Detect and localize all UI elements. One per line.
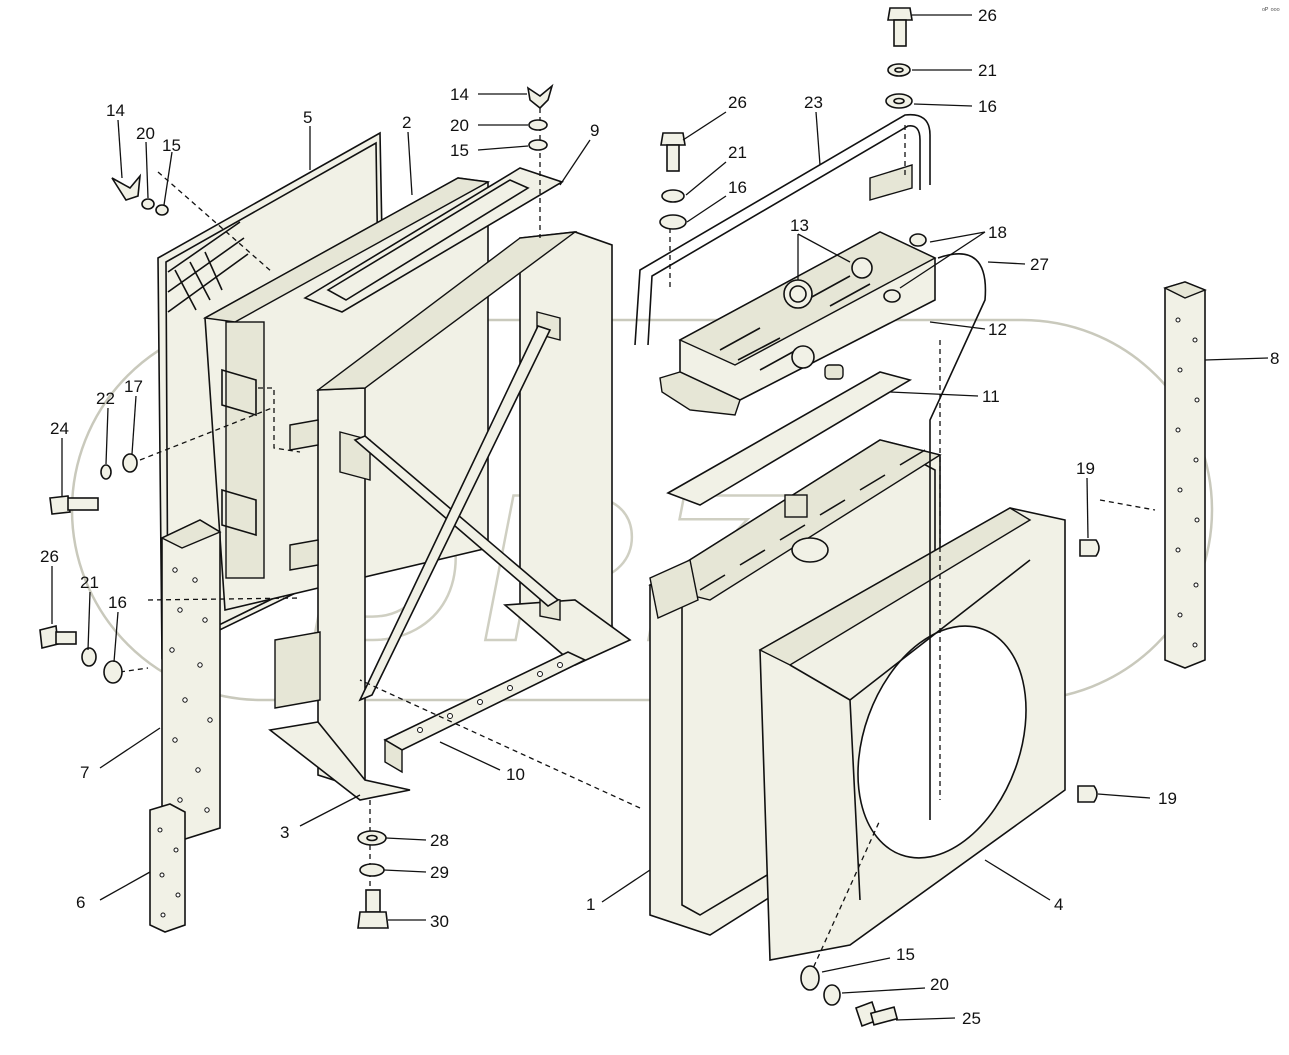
part-12-tank — [659, 231, 937, 416]
callout-20: 20 — [450, 116, 469, 135]
part-10-bar — [383, 651, 587, 774]
callout-19: 19 — [1076, 459, 1095, 478]
callout-11: 11 — [982, 387, 1000, 406]
callout-19: 19 — [1158, 789, 1177, 808]
callout-26: 26 — [40, 547, 59, 566]
callout-21: 21 — [728, 143, 747, 162]
callout-22: 22 — [96, 389, 115, 408]
callout-27: 27 — [1030, 255, 1049, 274]
callout-29: 29 — [430, 863, 449, 882]
part-8-column — [1163, 281, 1207, 669]
callout-16: 16 — [108, 593, 127, 612]
callout-2: 2 — [402, 113, 411, 132]
callout-8: 8 — [1270, 349, 1279, 368]
callout-9: 9 — [590, 121, 599, 140]
callout-1: 1 — [586, 895, 595, 914]
callout-15: 15 — [450, 141, 469, 160]
callout-26: 26 — [978, 6, 997, 25]
callout-21: 21 — [80, 573, 99, 592]
fasteners — [39, 7, 1100, 1028]
callout-4: 4 — [1054, 895, 1063, 914]
callout-6: 6 — [76, 893, 85, 912]
callout-14: 14 — [106, 101, 125, 120]
callout-16: 16 — [978, 97, 997, 116]
corner-mark: ᵒᴾ ᵒᵒᵒ — [1262, 6, 1280, 15]
callout-28: 28 — [430, 831, 449, 850]
callout-16: 16 — [728, 178, 747, 197]
callout-18: 18 — [988, 223, 1007, 242]
callout-13: 13 — [790, 216, 809, 235]
callout-25: 25 — [962, 1009, 981, 1028]
callout-3: 3 — [280, 823, 289, 842]
callout-7: 7 — [80, 763, 89, 782]
part-11-plate — [666, 371, 913, 506]
callout-15: 15 — [162, 136, 181, 155]
callout-labels: 26 21 16 14 20 15 9 26 23 21 16 14 20 15… — [40, 6, 1279, 1028]
callout-5: 5 — [303, 108, 312, 127]
part-6-column — [149, 803, 186, 933]
part-7-column — [160, 519, 222, 841]
callout-20: 20 — [136, 124, 155, 143]
callout-15: 15 — [896, 945, 915, 964]
callout-30: 30 — [430, 912, 449, 931]
callout-17: 17 — [124, 377, 143, 396]
part-4-shroud — [758, 507, 1066, 961]
leader-lines — [51, 14, 1269, 1021]
part-3-main-frame — [268, 231, 632, 801]
callout-14: 14 — [450, 85, 469, 104]
callout-21: 21 — [978, 61, 997, 80]
callout-20: 20 — [930, 975, 949, 994]
callout-10: 10 — [506, 765, 525, 784]
part-23-pipe — [634, 113, 931, 346]
callout-23: 23 — [804, 93, 823, 112]
callout-24: 24 — [50, 419, 69, 438]
callout-12: 12 — [988, 320, 1007, 339]
callout-26: 26 — [728, 93, 747, 112]
